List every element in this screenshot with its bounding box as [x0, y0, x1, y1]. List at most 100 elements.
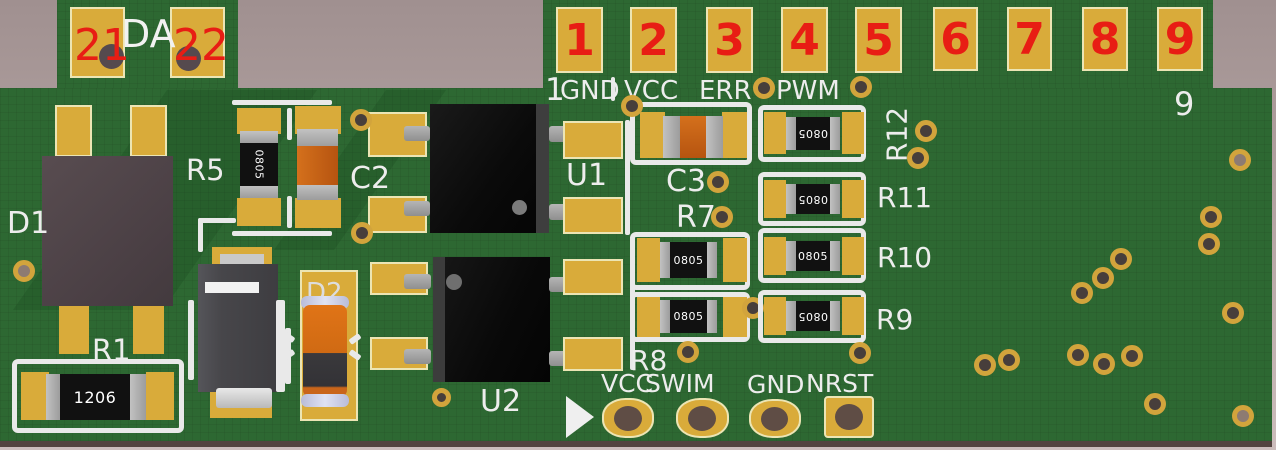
designator-r11: R11 — [877, 181, 933, 214]
r10-marking: 0805 — [798, 249, 828, 263]
via — [677, 341, 699, 363]
r5-resistor: 0805 — [240, 143, 278, 186]
c3-terminal — [663, 116, 680, 158]
via — [907, 147, 929, 169]
silk-segment — [232, 231, 332, 236]
via — [350, 109, 372, 131]
r5-terminal — [240, 131, 278, 144]
via — [1229, 149, 1251, 171]
u2-ic-body — [445, 257, 550, 382]
edge-pad-1: 1 — [556, 7, 603, 73]
c3-terminal — [706, 116, 723, 158]
r5-terminal — [240, 185, 278, 198]
silk-segment — [188, 300, 194, 380]
r1-silkscreen — [12, 359, 184, 433]
board-bottom-edge — [0, 441, 1272, 447]
via — [915, 120, 937, 142]
r12-terminal — [786, 117, 796, 150]
net-label-gnd: GND — [560, 76, 620, 106]
header-label-swim: SWIM — [645, 369, 715, 398]
via — [351, 222, 373, 244]
header-label-nrst: NRST — [806, 369, 874, 398]
r1-terminal — [46, 374, 60, 420]
d1-body — [42, 156, 173, 306]
edge-pad-7: 7 — [1007, 7, 1052, 71]
r11-pad — [842, 180, 864, 218]
silk-pin1-number: 1 — [545, 72, 565, 108]
designator-r7: R7 — [676, 200, 716, 235]
silk-pin9-number: 9 — [1174, 85, 1195, 123]
r7-terminal — [660, 242, 670, 278]
r10-resistor: 0805 — [796, 241, 830, 271]
via — [1092, 267, 1114, 289]
u1-lead — [404, 126, 430, 141]
r12-resistor: 0805 — [796, 117, 830, 150]
edge-pad-2: 2 — [630, 7, 677, 73]
silk-segment — [625, 120, 630, 235]
pad-22-hole — [176, 46, 201, 71]
r8-marking: 0805 — [673, 310, 704, 323]
r5-marking: 0805 — [252, 149, 266, 180]
via — [1144, 393, 1166, 415]
via — [1232, 405, 1254, 427]
r10-terminal — [786, 241, 796, 271]
r7-resistor: 0805 — [670, 242, 707, 278]
via — [432, 388, 451, 407]
r12-pad — [764, 112, 786, 154]
via — [1222, 302, 1244, 324]
d2-diode-body — [303, 305, 347, 397]
r9-pad — [842, 297, 864, 335]
r7-marking: 0805 — [673, 253, 704, 267]
designator-r5: R5 — [186, 153, 225, 187]
edge-pad-1-number: 1 — [564, 14, 595, 66]
c2-pad — [295, 198, 341, 228]
via — [849, 342, 871, 364]
via — [1198, 233, 1220, 255]
edge-pad-2-number: 2 — [638, 14, 669, 66]
r12-terminal — [830, 117, 840, 150]
c3-pad — [722, 112, 747, 158]
d1-pad — [133, 306, 164, 354]
via — [1200, 206, 1222, 228]
pad-21-number: 21 — [74, 20, 130, 71]
via — [13, 260, 35, 282]
r7-pad — [723, 238, 747, 282]
net-label-err: ERR — [699, 76, 752, 106]
silk-segment — [198, 218, 203, 252]
edge-pad-3: 3 — [706, 7, 753, 73]
r12-pad — [842, 112, 864, 154]
r10-pad — [764, 237, 786, 275]
r7-terminal — [707, 242, 717, 278]
u2-lead — [404, 349, 431, 364]
u2-pin1-dot — [446, 274, 462, 290]
header-hole-swim — [688, 406, 716, 431]
r11-marking: 0805 — [798, 192, 828, 206]
cap-polarity-stripe — [205, 282, 259, 293]
u2-ic-edge — [433, 257, 447, 382]
r1-pad — [21, 372, 49, 420]
via — [974, 354, 996, 376]
u1-pin1-dot — [512, 200, 527, 215]
r9-resistor: 0805 — [796, 301, 830, 331]
via — [850, 76, 872, 98]
r8-resistor: 0805 — [670, 300, 707, 333]
designator-c3: C3 — [666, 164, 707, 199]
silk-segment — [287, 196, 292, 228]
edge-pad-8: 8 — [1082, 7, 1128, 71]
edge-pad-6-number: 6 — [940, 13, 971, 65]
edge-pad-5-number: 5 — [863, 14, 894, 66]
silk-segment — [287, 108, 292, 140]
edge-pad-8-number: 8 — [1089, 13, 1121, 65]
net-label-pwm: PWM — [776, 76, 840, 106]
u1-lead — [404, 201, 430, 216]
r10-terminal — [830, 241, 840, 271]
u2-pad — [563, 259, 623, 295]
designator-r9: R9 — [876, 303, 914, 336]
r11-terminal — [786, 184, 796, 214]
r9-pad — [764, 297, 786, 335]
pad-21-hole — [99, 44, 124, 69]
cap-terminal — [216, 388, 272, 408]
u2-pad — [563, 337, 623, 371]
d1-pad — [55, 105, 92, 157]
designator-u1: U1 — [566, 158, 608, 193]
